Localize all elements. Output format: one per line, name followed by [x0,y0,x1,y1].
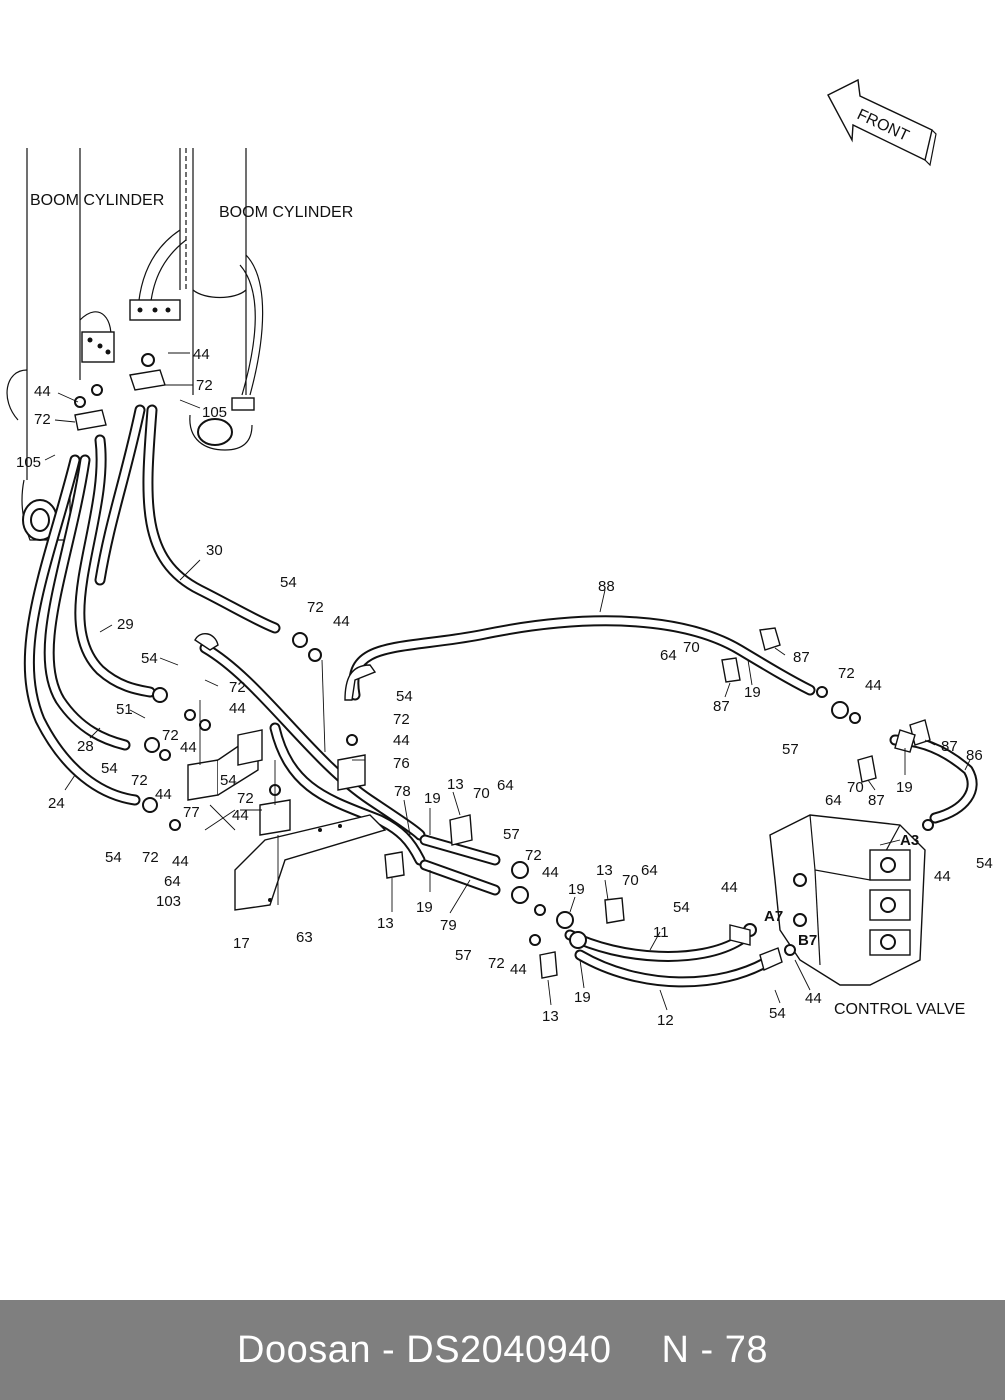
boom-cylinder-left-drawing [6,148,115,541]
leader-lines [44,352,971,1011]
callout: 54 [220,772,237,789]
callout: 72 [838,665,855,682]
callout: 64 [497,777,514,794]
callout: 28 [77,738,94,755]
callout: 44 [229,700,246,717]
callout: 64 [164,873,181,890]
callout: 70 [473,785,490,802]
callout: 72 [488,955,505,972]
callout: 44 [180,739,197,756]
callout: 13 [596,862,613,879]
callout: 17 [233,935,250,952]
callout: 103 [156,893,181,910]
callout: 72 [393,711,410,728]
callout: 79 [440,917,457,934]
callout: 87 [941,738,958,755]
boom-cylinder-center-drawing [129,148,264,451]
footer-page-ref: N - 78 [661,1328,768,1371]
callout: 70 [683,639,700,656]
callout: 54 [976,855,993,872]
footer-brand-part: Doosan - DS2040940 [237,1328,612,1371]
callout: 63 [296,929,313,946]
callout: 88 [598,578,615,595]
callout: 105 [16,454,41,471]
callout: 72 [307,599,324,616]
callout: 57 [503,826,520,843]
callout: 78 [394,783,411,800]
callout: 44 [172,853,189,870]
callout: 87 [868,792,885,809]
part-callouts: 44 72 105 44 72 105 30 29 28 24 54 72 44… [16,346,993,1029]
callout: 44 [155,786,172,803]
control-valve-label: CONTROL VALVE [834,1001,965,1018]
boom-cylinder-left-label: BOOM CYLINDER [30,192,164,209]
callout: 54 [769,1005,786,1022]
callout: 72 [34,411,51,428]
callout: 64 [641,862,658,879]
callout: 19 [568,881,585,898]
callout: 54 [101,760,118,777]
callout: 70 [847,779,864,796]
callout: 87 [713,698,730,715]
callout: 12 [657,1012,674,1029]
callout: 19 [416,899,433,916]
callout: 87 [793,649,810,666]
callout: 44 [865,677,882,694]
boom-cylinder-right-label: BOOM CYLINDER [219,204,353,221]
callout: 72 [131,772,148,789]
callout: 44 [193,346,210,363]
callout: 44 [542,864,559,881]
callout: 44 [393,732,410,749]
callout: 54 [105,849,122,866]
callout: 19 [424,790,441,807]
callout: 72 [142,849,159,866]
callout: 54 [280,574,297,591]
port-a3-label: A3 [900,832,919,849]
callout: 57 [782,741,799,758]
callout: 44 [232,807,249,824]
callout: 19 [896,779,913,796]
callout: 11 [653,924,669,941]
callout: 54 [396,688,413,705]
callout: 51 [116,701,133,718]
callout: 54 [673,899,690,916]
callout: 44 [721,879,738,896]
callout: 72 [237,790,254,807]
callout: 19 [744,684,761,701]
callout: 86 [966,747,983,764]
callout: 72 [196,377,213,394]
front-direction-arrow: FRONT [827,78,937,167]
hose-lines [23,404,978,988]
callout: 64 [660,647,677,664]
callout: 44 [34,383,51,400]
callout: 54 [141,650,158,667]
callout: 64 [825,792,842,809]
callout: 72 [162,727,179,744]
callout: 44 [934,868,951,885]
callout: 105 [202,404,227,421]
port-a7-label: A7 [764,908,783,925]
callout: 29 [117,616,134,633]
footer-bar: Doosan - DS2040940 N - 78 [0,1300,1005,1400]
callout: 44 [510,961,527,978]
callout: 13 [447,776,464,793]
callout: 24 [48,795,65,812]
hydraulic-boom-lines-diagram: FRONT BOOM CYLINDER BOOM CYLINDER CONTRO… [6,78,993,1029]
callout: 19 [574,989,591,1006]
callout: 77 [183,804,200,821]
callout: 72 [525,847,542,864]
callout: 30 [206,542,223,559]
callout: 57 [455,947,472,964]
fittings-and-blocks [74,353,934,986]
callout: 13 [542,1008,559,1025]
callout: 72 [229,679,246,696]
callout: 76 [393,755,410,772]
callout: 13 [377,915,394,932]
callout: 44 [333,613,350,630]
port-b7-label: B7 [798,932,817,949]
callout: 70 [622,872,639,889]
callout: 44 [805,990,822,1007]
